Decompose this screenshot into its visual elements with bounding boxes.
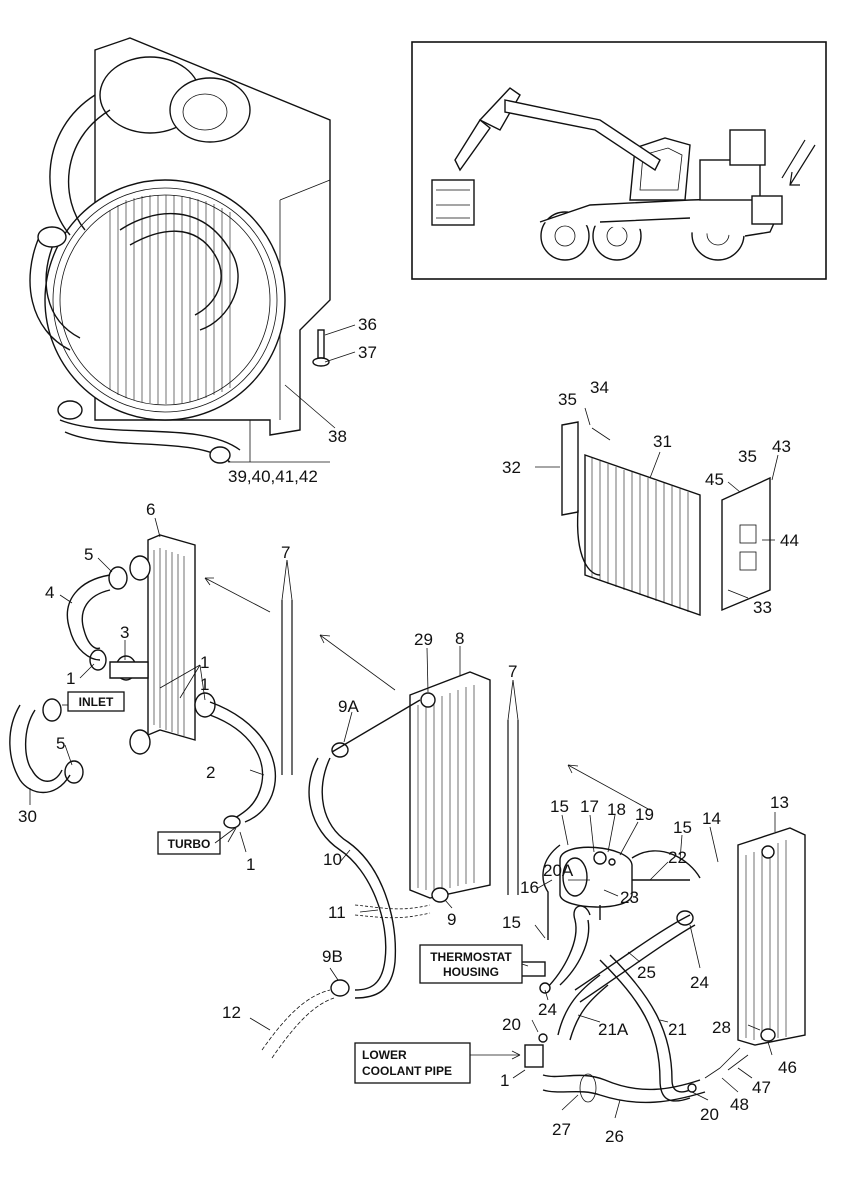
callout-38: 38 — [328, 427, 347, 446]
callout-27: 27 — [552, 1120, 571, 1139]
turbo-label: TURBO — [157, 831, 221, 855]
callout-18: 18 — [607, 800, 626, 819]
callout-1d: 1 — [246, 855, 255, 874]
callout-37: 37 — [358, 343, 377, 362]
callout-1a: 1 — [66, 669, 75, 688]
callout-29: 29 — [414, 630, 433, 649]
callout-39-42: 39,40,41,42 — [228, 467, 318, 486]
callout-15a: 15 — [550, 797, 569, 816]
callout-45: 45 — [705, 470, 724, 489]
callout-11: 11 — [328, 903, 346, 922]
callout-7a: 7 — [281, 543, 290, 562]
callout-4: 4 — [45, 583, 54, 602]
lower-coolant-pipe-label: LOWER COOLANT PIPE — [354, 1042, 471, 1084]
thermostat-housing-label: THERMOSTAT HOUSING — [419, 944, 523, 984]
callout-47: 47 — [752, 1078, 771, 1097]
svg-text:THERMOSTAT: THERMOSTAT — [430, 950, 512, 964]
condenser-assembly — [535, 407, 779, 616]
callout-3: 3 — [120, 623, 129, 642]
callout-19: 19 — [635, 805, 654, 824]
callout-9: 9 — [447, 910, 456, 929]
callout-30: 30 — [18, 807, 37, 826]
callout-7b: 7 — [508, 662, 517, 681]
callout-20b: 20 — [700, 1105, 719, 1124]
callout-13: 13 — [770, 793, 789, 812]
callout-36: 36 — [358, 315, 377, 334]
callout-48: 48 — [730, 1095, 749, 1114]
hydraulic-oil-cooler-assembly — [512, 764, 806, 1119]
callout-21a: 21A — [598, 1020, 629, 1039]
callout-20a: 20A — [543, 861, 574, 880]
cooling-package-assembly — [29, 37, 356, 464]
charge-air-cooler-assembly — [9, 517, 293, 853]
svg-text:HOUSING: HOUSING — [443, 965, 499, 979]
callout-21: 21 — [668, 1020, 687, 1039]
callout-5a: 5 — [84, 545, 93, 564]
callout-24b: 24 — [690, 973, 709, 992]
callout-23: 23 — [620, 888, 639, 907]
machine-location-inset — [411, 41, 827, 280]
radiator-assembly — [249, 634, 519, 1059]
callout-16: 16 — [520, 878, 539, 897]
callout-6: 6 — [146, 500, 155, 519]
callout-22: 22 — [668, 848, 687, 867]
inlet-label: INLET — [67, 691, 125, 712]
callout-33: 33 — [753, 598, 772, 617]
callout-32: 32 — [502, 458, 521, 477]
callout-15c: 15 — [502, 913, 521, 932]
callout-34: 34 — [590, 378, 609, 397]
callout-43: 43 — [772, 437, 791, 456]
callout-15b: 15 — [673, 818, 692, 837]
svg-text:LOWER: LOWER — [362, 1048, 407, 1062]
callout-17: 17 — [580, 797, 599, 816]
svg-text:INLET: INLET — [79, 695, 114, 709]
callout-25: 25 — [637, 963, 656, 982]
callout-1c: 1 — [200, 675, 209, 694]
callout-10: 10 — [323, 850, 342, 869]
callout-35: 35 — [558, 390, 577, 409]
callout-1e: 1 — [500, 1071, 509, 1090]
callout-46: 46 — [778, 1058, 797, 1077]
svg-text:TURBO: TURBO — [168, 837, 211, 851]
callout-numbers: 36 37 38 39,40,41,42 34 35 31 32 35 43 4… — [18, 315, 799, 1146]
callout-24a: 24 — [538, 1000, 557, 1019]
callout-12: 12 — [222, 1003, 241, 1022]
callout-26: 26 — [605, 1127, 624, 1146]
callout-2: 2 — [206, 763, 215, 782]
callout-31: 31 — [653, 432, 672, 451]
callout-35b: 35 — [738, 447, 757, 466]
callout-28: 28 — [712, 1018, 731, 1037]
callout-14: 14 — [702, 809, 721, 828]
callout-9b: 9B — [322, 947, 343, 966]
callout-44: 44 — [780, 531, 799, 550]
callout-9a: 9A — [338, 697, 359, 716]
callout-5b: 5 — [56, 734, 65, 753]
callout-8: 8 — [455, 629, 464, 648]
svg-text:COOLANT PIPE: COOLANT PIPE — [362, 1064, 452, 1078]
callout-20: 20 — [502, 1015, 521, 1034]
callout-1b: 1 — [200, 653, 209, 672]
